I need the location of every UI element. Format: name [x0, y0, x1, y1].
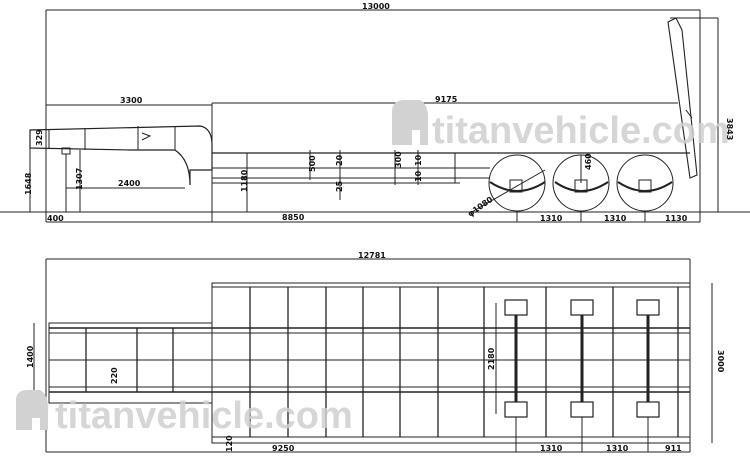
dim-side-beam-depth: 300: [394, 151, 403, 168]
dim-beam-spacing: 220: [110, 367, 119, 384]
dim-axle-spacing-1: 1310: [540, 214, 563, 223]
dim-overall-height: 3843: [725, 118, 734, 140]
dim-track-width: 2180: [487, 347, 496, 370]
dim-side-offset: 120: [225, 435, 234, 452]
watermark-top: titanvehicle.com: [392, 100, 730, 152]
dim-top-overall-length: 12781: [358, 251, 386, 260]
dim-wheel-diameter: φ1080: [466, 195, 495, 219]
dim-kingpin-offset: 400: [47, 214, 64, 223]
dim-beam-flange-top: 20: [335, 154, 344, 166]
dim-overall-length: 13000: [362, 2, 390, 11]
dim-side-flange-top: 10: [414, 154, 423, 166]
svg-text:titanvehicle.com: titanvehicle.com: [432, 110, 730, 152]
watermark-bottom: titanvehicle.com: [16, 390, 353, 437]
dim-kingpin-height: 1307: [75, 168, 84, 190]
dim-wheel-travel: 460: [584, 153, 593, 170]
dim-top-rear-overhang: 911: [665, 444, 682, 453]
dim-top-axle-spacing-2: 1310: [606, 444, 629, 453]
dim-beam-flange-bottom: 25: [335, 180, 344, 192]
dim-beam-depth: 500: [308, 155, 317, 172]
dim-side-flange-bottom: 10: [414, 170, 423, 182]
dim-rear-overhang: 1130: [665, 214, 688, 223]
dim-top-axle-spacing-1: 1310: [540, 444, 563, 453]
dim-kingpin-to-axle: 8850: [282, 213, 305, 222]
dim-axle-spacing-2: 1310: [604, 214, 627, 223]
dim-deck-height: 1180: [240, 169, 249, 192]
dim-gooseneck-thickness: 329: [35, 129, 44, 146]
dim-gooseneck-height: 1648: [24, 172, 33, 195]
dim-gooseneck-width: 1400: [26, 345, 35, 368]
dim-deck-width: 3000: [716, 350, 725, 373]
svg-text:titanvehicle.com: titanvehicle.com: [55, 395, 353, 437]
dim-deck-length: 9175: [435, 95, 458, 104]
dim-gooseneck-clearance: 2400: [118, 179, 141, 188]
dim-gooseneck-length: 3300: [120, 96, 143, 105]
dim-front-to-axle: 9250: [272, 444, 295, 453]
